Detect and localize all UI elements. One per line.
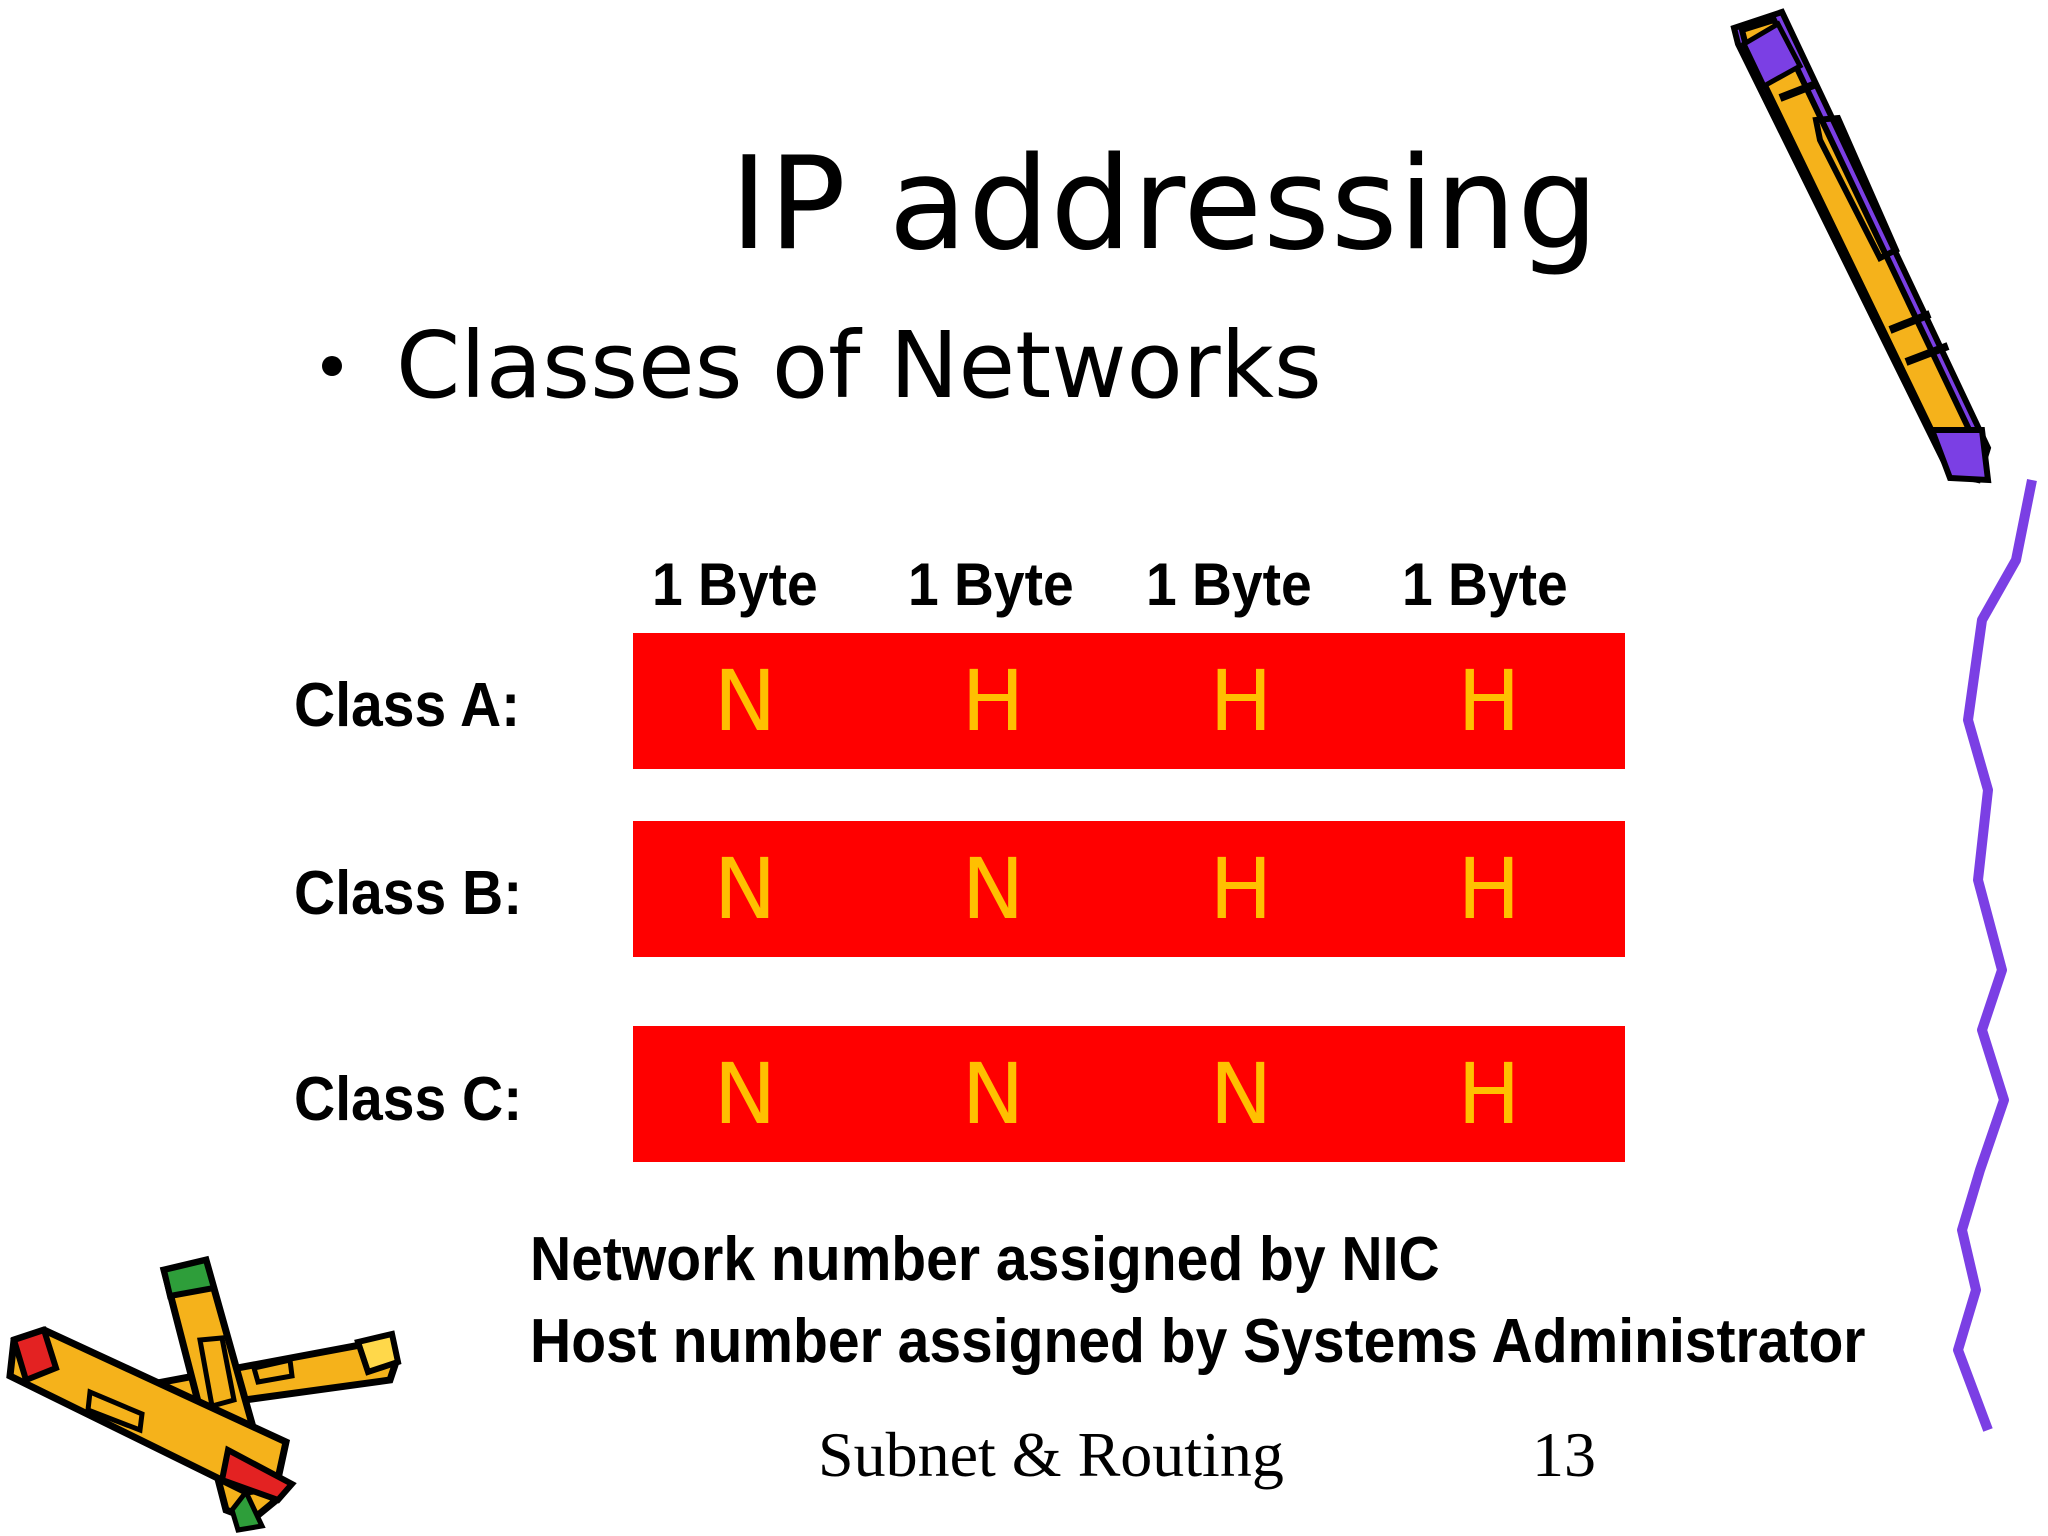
class-c-label: Class C: (294, 1065, 523, 1134)
class-c-cell: N (1209, 1045, 1273, 1143)
note-network: Network number assigned by NIC (530, 1225, 1440, 1294)
class-a-cell: N (713, 652, 777, 750)
class-b-label: Class B: (294, 859, 523, 928)
class-a-bar: N H H H (633, 633, 1625, 769)
byte-header: 1 Byte (1146, 551, 1312, 618)
class-a-cell: H (961, 652, 1025, 750)
class-b-cell: H (1457, 840, 1521, 938)
class-a-label: Class A: (294, 671, 521, 740)
byte-header: 1 Byte (908, 551, 1074, 618)
footer-text: Subnet & Routing (818, 1419, 1284, 1490)
page-number: 13 (1532, 1419, 1596, 1490)
class-a-cell: H (1457, 652, 1521, 750)
class-c-bar: N N N H (633, 1026, 1625, 1162)
pencils-cluster-icon (6, 1255, 402, 1533)
class-b-cell: H (1209, 840, 1273, 938)
class-a-cell: H (1209, 652, 1273, 750)
class-b-bar: N N H H (633, 821, 1625, 957)
class-c-cell: H (1457, 1045, 1521, 1143)
slide-title: IP addressing (730, 130, 1600, 279)
byte-header: 1 Byte (1402, 551, 1568, 618)
note-host: Host number assigned by Systems Administ… (530, 1307, 1866, 1376)
byte-header: 1 Byte (652, 551, 818, 618)
bullet-dot (322, 356, 342, 376)
class-b-cell: N (961, 840, 1025, 938)
pencil-icon (1730, 8, 1992, 484)
class-c-cell: N (961, 1045, 1025, 1143)
class-b-cell: N (713, 840, 777, 938)
class-c-cell: N (713, 1045, 777, 1143)
wavy-line-decoration (1953, 479, 2037, 1432)
bullet-text: Classes of Networks (396, 312, 1322, 419)
